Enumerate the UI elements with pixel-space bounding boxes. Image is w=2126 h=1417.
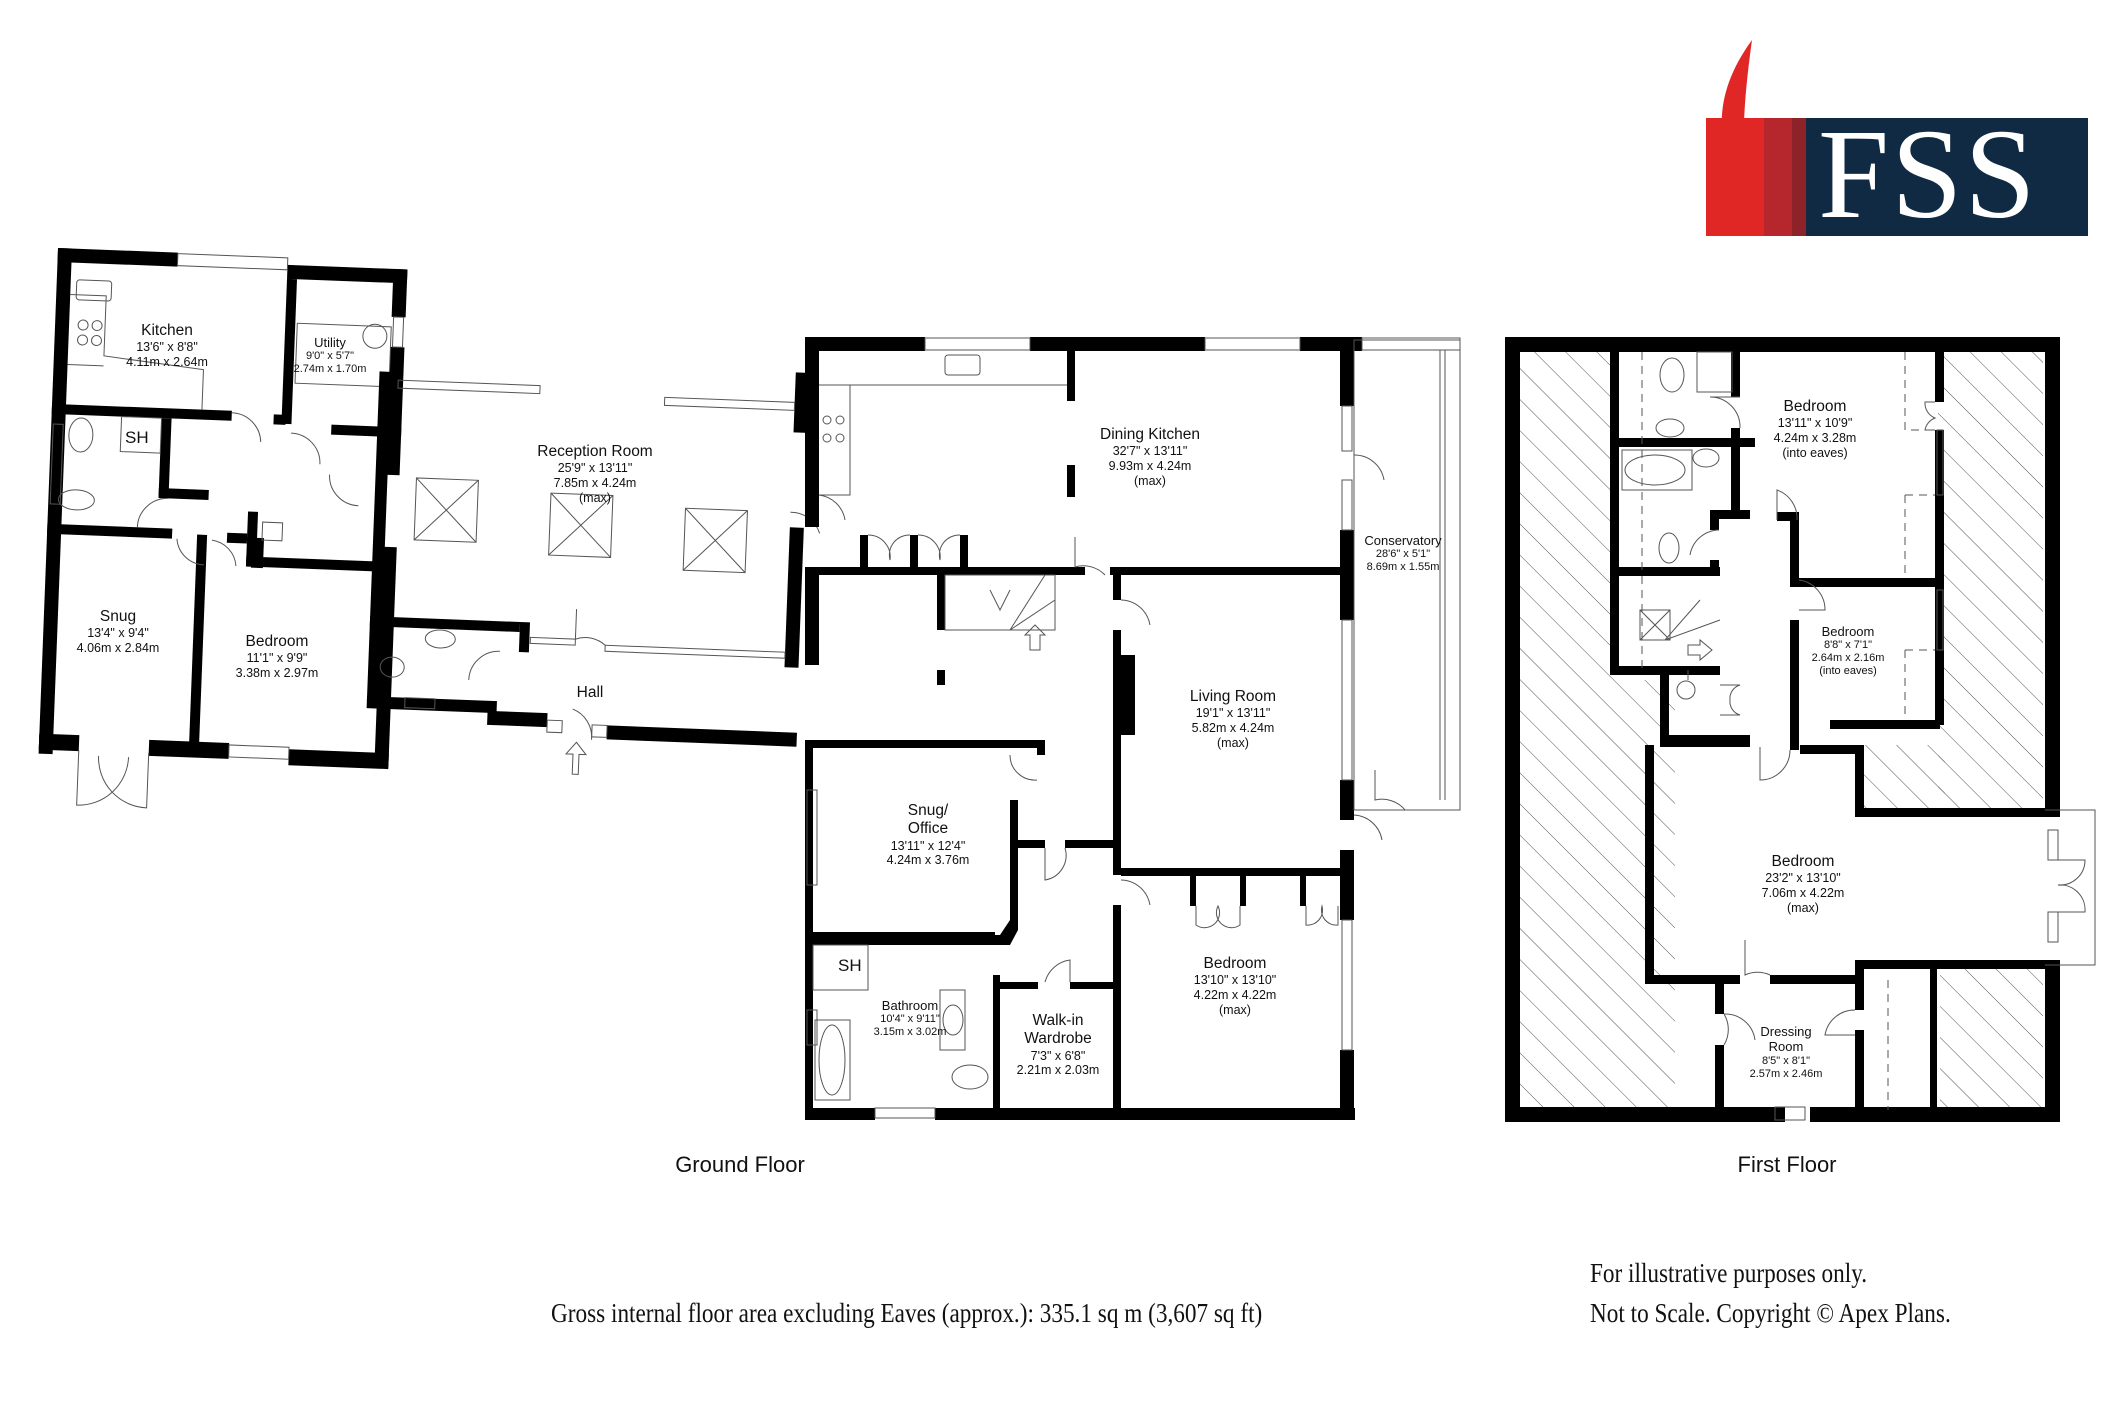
- room-name: Bedroom: [1771, 853, 1835, 870]
- room-dim-imperial: 13'11" x 12'4": [890, 838, 966, 853]
- room-dim-metric: 2.57m x 2.46m: [1749, 1067, 1823, 1080]
- room-name: Snug: [99, 608, 137, 625]
- room-dim-metric: 7.85m x 4.24m: [553, 476, 637, 491]
- room-label-ff-dressing-room: Dressing Room 8'5" x 8'1" 2.57m x 2.46m: [1750, 1024, 1823, 1081]
- room-dim-metric: 7.06m x 4.22m: [1761, 886, 1845, 901]
- room-dim-imperial: 13'4" x 9'4": [87, 626, 149, 641]
- room-dim-metric: 3.15m x 3.02m: [873, 1026, 947, 1039]
- room-note: (max): [1787, 900, 1819, 915]
- room-dim-metric: 4.06m x 2.84m: [76, 641, 160, 656]
- room-dim-imperial: 7'3" x 6'8": [1030, 1048, 1086, 1063]
- room-dim-metric: 4.24m x 3.28m: [1773, 431, 1857, 446]
- room-name: Dining Kitchen: [1100, 426, 1200, 443]
- room-note: (into eaves): [1819, 665, 1877, 678]
- room-name: Living Room: [1189, 688, 1277, 705]
- logo-red-band-darker: [1792, 118, 1806, 236]
- room-name: Bedroom: [1203, 955, 1267, 972]
- room-dim-metric: 8.69m x 1.55m: [1366, 561, 1440, 574]
- room-name-line2: Wardrobe: [1024, 1030, 1092, 1048]
- room-dim-imperial: 8'5" x 8'1": [1761, 1054, 1811, 1067]
- room-label-ff-bedroom-2: Bedroom 8'8" x 7'1" 2.64m x 2.16m (into …: [1812, 624, 1885, 678]
- skylight: [548, 492, 614, 558]
- room-dim-imperial: 13'11" x 10'9": [1777, 416, 1853, 431]
- room-note: (max): [1134, 473, 1166, 488]
- room-label-living-room: Living Room 19'1" x 13'11" 5.82m x 4.24m…: [1190, 688, 1276, 751]
- room-dim-imperial: 32'7" x 13'11": [1112, 444, 1188, 459]
- room-dim-metric: 2.64m x 2.16m: [1811, 652, 1885, 665]
- room-dim-imperial: 23'2" x 13'10": [1765, 871, 1841, 886]
- room-label-ff-bedroom-3: Bedroom 23'2" x 13'10" 7.06m x 4.22m (ma…: [1762, 853, 1845, 916]
- room-label-hall: Hall: [577, 684, 604, 702]
- storage-heater-label: SH: [125, 428, 149, 447]
- room-label-bedroom-west: Bedroom 11'1" x 9'9" 3.38m x 2.97m: [236, 633, 319, 681]
- room-note: (max): [1217, 735, 1249, 750]
- first-floor-block: [1505, 337, 2096, 1122]
- room-name-line1: Walk-in: [1032, 1012, 1084, 1029]
- room-dim-metric: 4.24m x 3.76m: [886, 853, 970, 868]
- room-dim-metric: 9.93m x 4.24m: [1108, 459, 1192, 474]
- skylight: [413, 477, 479, 543]
- room-name-line2: Room: [1768, 1039, 1804, 1055]
- room-label-bathroom: Bathroom 10'4" x 9'11" 3.15m x 3.02m: [874, 998, 947, 1039]
- room-dim-metric: 2.21m x 2.03m: [1016, 1063, 1100, 1078]
- room-dim-imperial: 8'8" x 7'1": [1823, 639, 1873, 652]
- room-dim-imperial: 28'6" x 5'1": [1375, 548, 1431, 561]
- room-dim-imperial: 11'1" x 9'9": [246, 651, 308, 666]
- left-wing: [38, 248, 408, 809]
- logo-red-band: [1706, 118, 1764, 236]
- room-note: (into eaves): [1782, 445, 1848, 460]
- room-name: Conservatory: [1364, 533, 1442, 548]
- logo-text: FSS: [1818, 103, 2038, 245]
- room-label-snug-office: Snug/ Office 13'11" x 12'4" 4.24m x 3.76…: [887, 802, 970, 868]
- disclaimer-line-2: Not to Scale. Copyright © Apex Plans.: [1590, 1298, 1951, 1328]
- room-name: Hall: [576, 684, 604, 701]
- room-name: Utility: [314, 335, 346, 350]
- fss-logo: FSS: [1706, 110, 2088, 238]
- room-dim-metric: 3.38m x 2.97m: [235, 666, 319, 681]
- skylight: [682, 507, 748, 574]
- room-name: Kitchen: [141, 322, 193, 339]
- room-label-dining-kitchen: Dining Kitchen 32'7" x 13'11" 9.93m x 4.…: [1100, 426, 1200, 489]
- room-label-utility: Utility 9'0" x 5'7" 2.74m x 1.70m: [294, 335, 367, 376]
- room-dim-metric: 4.11m x 2.64m: [126, 355, 208, 370]
- room-name-line1: Dressing: [1760, 1024, 1812, 1039]
- reception-hall-block: [366, 371, 821, 775]
- logo-red-band-dark: [1764, 118, 1792, 236]
- room-note: (max): [1219, 1002, 1251, 1017]
- logo-navy-panel: [1806, 118, 2088, 236]
- room-dim-imperial: 19'1" x 13'11": [1195, 706, 1271, 721]
- room-name-line1: Snug/: [907, 802, 949, 819]
- room-dim-metric: 4.22m x 4.22m: [1193, 988, 1277, 1003]
- room-name: Bedroom: [1821, 624, 1875, 639]
- room-label-bedroom-south: Bedroom 13'10" x 13'10" 4.22m x 4.22m (m…: [1194, 955, 1277, 1018]
- room-dim-imperial: 13'6" x 8'8": [136, 340, 198, 355]
- room-name: Bathroom: [881, 998, 939, 1013]
- room-dim-imperial: 9'0" x 5'7": [305, 350, 355, 363]
- room-label-reception-room: Reception Room 25'9" x 13'11" 7.85m x 4.…: [537, 443, 652, 506]
- first-floor-title: First Floor: [1737, 1152, 1837, 1177]
- room-dim-metric: 2.74m x 1.70m: [293, 363, 367, 376]
- room-label-snug: Snug 13'4" x 9'4" 4.06m x 2.84m: [77, 608, 160, 656]
- room-dim-imperial: 13'10" x 13'10": [1193, 973, 1277, 988]
- room-name: Bedroom: [245, 633, 309, 650]
- disclaimer-line-1: For illustrative purposes only.: [1590, 1258, 1868, 1288]
- room-dim-metric: 5.82m x 4.24m: [1191, 721, 1275, 736]
- room-name: Reception Room: [537, 443, 653, 460]
- room-name: Bedroom: [1783, 398, 1847, 415]
- storage-heater-label: SH: [838, 956, 862, 975]
- room-dim-imperial: 25'9" x 13'11": [557, 461, 633, 476]
- room-label-walk-in-wardrobe: Walk-in Wardrobe 7'3" x 6'8" 2.21m x 2.0…: [1017, 1012, 1100, 1078]
- room-dim-imperial: 10'4" x 9'11": [880, 1013, 940, 1026]
- main-ground-block: [805, 337, 1461, 1120]
- room-label-ff-bedroom-1: Bedroom 13'11" x 10'9" 4.24m x 3.28m (in…: [1774, 398, 1857, 461]
- room-label-kitchen: Kitchen 13'6" x 8'8" 4.11m x 2.64m: [126, 322, 208, 370]
- room-note: (max): [579, 490, 611, 505]
- gross-area-text: Gross internal floor area excluding Eave…: [551, 1298, 1263, 1328]
- ground-floor-title: Ground Floor: [675, 1152, 805, 1177]
- room-label-conservatory: Conservatory 28'6" x 5'1" 8.69m x 1.55m: [1364, 533, 1441, 574]
- room-name-line2: Office: [907, 820, 949, 838]
